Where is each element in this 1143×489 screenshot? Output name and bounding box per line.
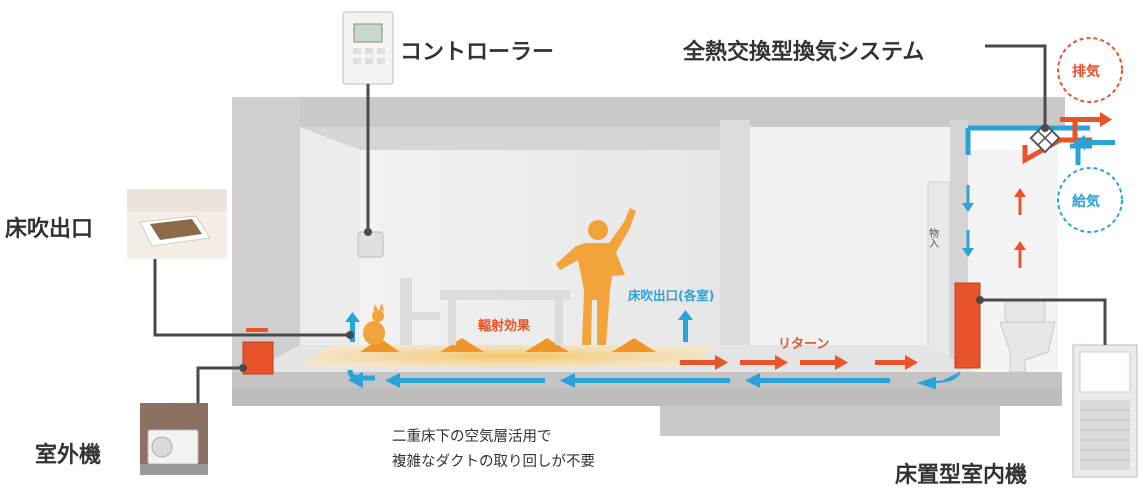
exhaust-circle (1057, 37, 1123, 103)
indoor-unit-label: 床置型室内機 (895, 463, 1028, 488)
heated-floor (300, 345, 720, 367)
outdoor-pipe-box (242, 341, 274, 375)
ceiling-slab (232, 97, 1065, 127)
erv-system-label: 全熱交換型換気システム (683, 40, 925, 65)
toilet-fixture (999, 299, 1056, 373)
underfloor-supply-arrows (347, 369, 961, 390)
storage-label: 物入 (927, 227, 939, 248)
wall-controller (357, 231, 384, 258)
outdoor-unit-photo (140, 403, 208, 475)
floor-outlet-label: 床吹出口 (5, 217, 94, 242)
furniture (400, 278, 570, 345)
exhaust-label: 排気 (1072, 63, 1100, 80)
right-room (750, 127, 950, 372)
floor-outlet-each-room-label: 床吹出口(各室) (628, 288, 714, 303)
controller-label: コントローラー (400, 40, 555, 65)
radiant-effect-label: 輻射効果 (478, 318, 530, 334)
note-line-2: 複雑なダクトの取り回しが不要 (392, 454, 595, 470)
controller-device (342, 11, 394, 85)
erv-unit (1029, 122, 1061, 154)
shaft-arrows (962, 185, 1026, 268)
return-arrows (680, 355, 918, 370)
vent-arrows (1060, 112, 1115, 150)
floor-outlet-photo (127, 189, 227, 259)
leader-dots (239, 124, 1049, 372)
underfloor-note: 二重床下の空気層活用で 複雑なダクトの取り回しが不要 (392, 425, 595, 475)
lower-slab (232, 388, 1062, 406)
partition-wall (720, 120, 750, 380)
heat-mounds (360, 338, 656, 352)
foundation-beam (660, 406, 1000, 436)
return-label: リターン (778, 337, 829, 352)
supply-label: 給気 (1072, 193, 1100, 210)
indoor-unit-photo (1072, 344, 1138, 478)
outdoor-unit-label: 室外機 (35, 443, 102, 468)
outdoor-pipe-cap (246, 328, 268, 332)
leader-lines (153, 44, 1107, 403)
note-line-1: 二重床下の空気層活用で (392, 429, 552, 445)
cat-silhouette (363, 303, 385, 345)
room-left-wall (300, 127, 360, 355)
person-silhouette (556, 208, 636, 345)
indoor-unit-box (954, 282, 981, 369)
floor-outlet-arrows (345, 310, 693, 342)
supply-circle (1057, 167, 1123, 233)
storage-door (927, 181, 951, 373)
